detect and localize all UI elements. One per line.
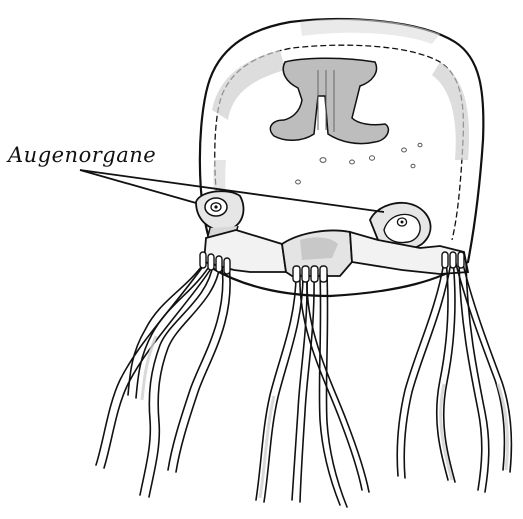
pointer-line-left-eye	[80, 170, 196, 203]
eye-organs-label: Augenorgane	[8, 143, 156, 167]
pedalium-shading	[300, 237, 338, 260]
